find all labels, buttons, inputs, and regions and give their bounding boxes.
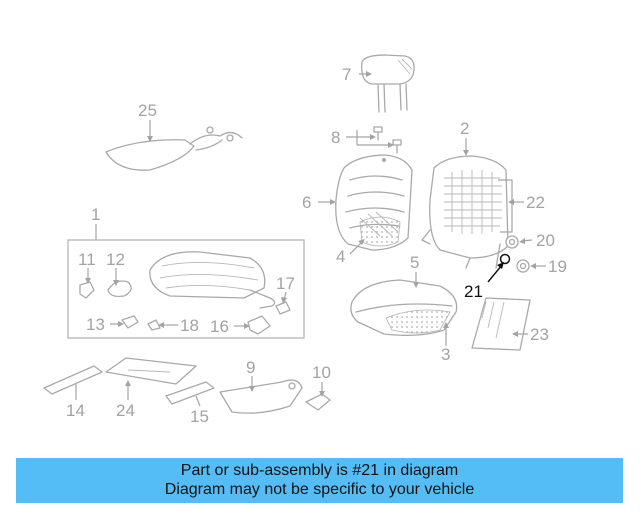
part-17	[275, 301, 291, 315]
callout-3: 3	[441, 345, 450, 364]
part-16	[247, 315, 271, 335]
callout-1: 1	[91, 205, 100, 224]
callout-13: 13	[86, 315, 105, 334]
lever-part	[305, 393, 331, 411]
handle-knob-part	[516, 259, 530, 273]
clip-part-11	[79, 281, 95, 299]
callout-18: 18	[180, 316, 199, 335]
board-hatch	[127, 369, 171, 373]
callout-9: 9	[246, 358, 255, 377]
callout-21: 21	[464, 282, 483, 301]
seatback-frame-part	[421, 155, 509, 269]
side-shield-part	[219, 379, 303, 414]
callout-23: 23	[530, 325, 549, 344]
callout-7: 7	[342, 65, 351, 84]
headrest-part	[361, 54, 415, 113]
bracket-part-13	[121, 315, 139, 329]
callout-2: 2	[460, 119, 469, 138]
headrest-guide-part	[373, 126, 402, 154]
callout-4: 4	[336, 247, 345, 266]
ring-part-21	[499, 253, 511, 265]
info-banner: Part or sub-assembly is #21 in diagram D…	[16, 458, 623, 503]
assembly-group-box	[67, 239, 305, 339]
seatback-cover-part	[335, 154, 413, 251]
callout-25: 25	[138, 101, 157, 120]
trim-rail-part	[43, 365, 103, 395]
seat-parts-diagram: 7 8 2 6 22 4 20 5 19 21 23 3 25 1 11 12 …	[43, 54, 567, 426]
side-trim-part	[165, 381, 215, 405]
callout-11: 11	[78, 250, 96, 269]
callout-6: 6	[302, 193, 311, 212]
callout-15: 15	[190, 407, 209, 426]
banner-line-1: Part or sub-assembly is #21 in diagram	[180, 462, 459, 479]
callout-14: 14	[66, 401, 85, 420]
callout-16: 16	[210, 317, 229, 336]
callout-8: 8	[331, 128, 340, 147]
seat-cushion-part	[350, 279, 458, 336]
back-panel-part	[471, 297, 531, 351]
banner-line-2: Diagram may not be specific to your vehi…	[164, 481, 475, 498]
callout-12: 12	[106, 250, 125, 269]
recliner-knob-part	[505, 235, 519, 249]
callout-24: 24	[116, 401, 135, 420]
cable-part-12	[107, 280, 132, 298]
callout-5: 5	[410, 253, 419, 272]
callout-20: 20	[536, 231, 555, 250]
callout-leaders	[75, 71, 546, 407]
callout-17: 17	[276, 274, 295, 293]
side-shield-hole	[288, 382, 296, 390]
screw-part-18	[147, 319, 161, 331]
wiring-harness-part	[105, 126, 243, 171]
callout-19: 19	[548, 257, 567, 276]
callout-10: 10	[312, 363, 331, 382]
seat-frame-part	[149, 251, 276, 309]
callout-22: 22	[526, 193, 545, 212]
